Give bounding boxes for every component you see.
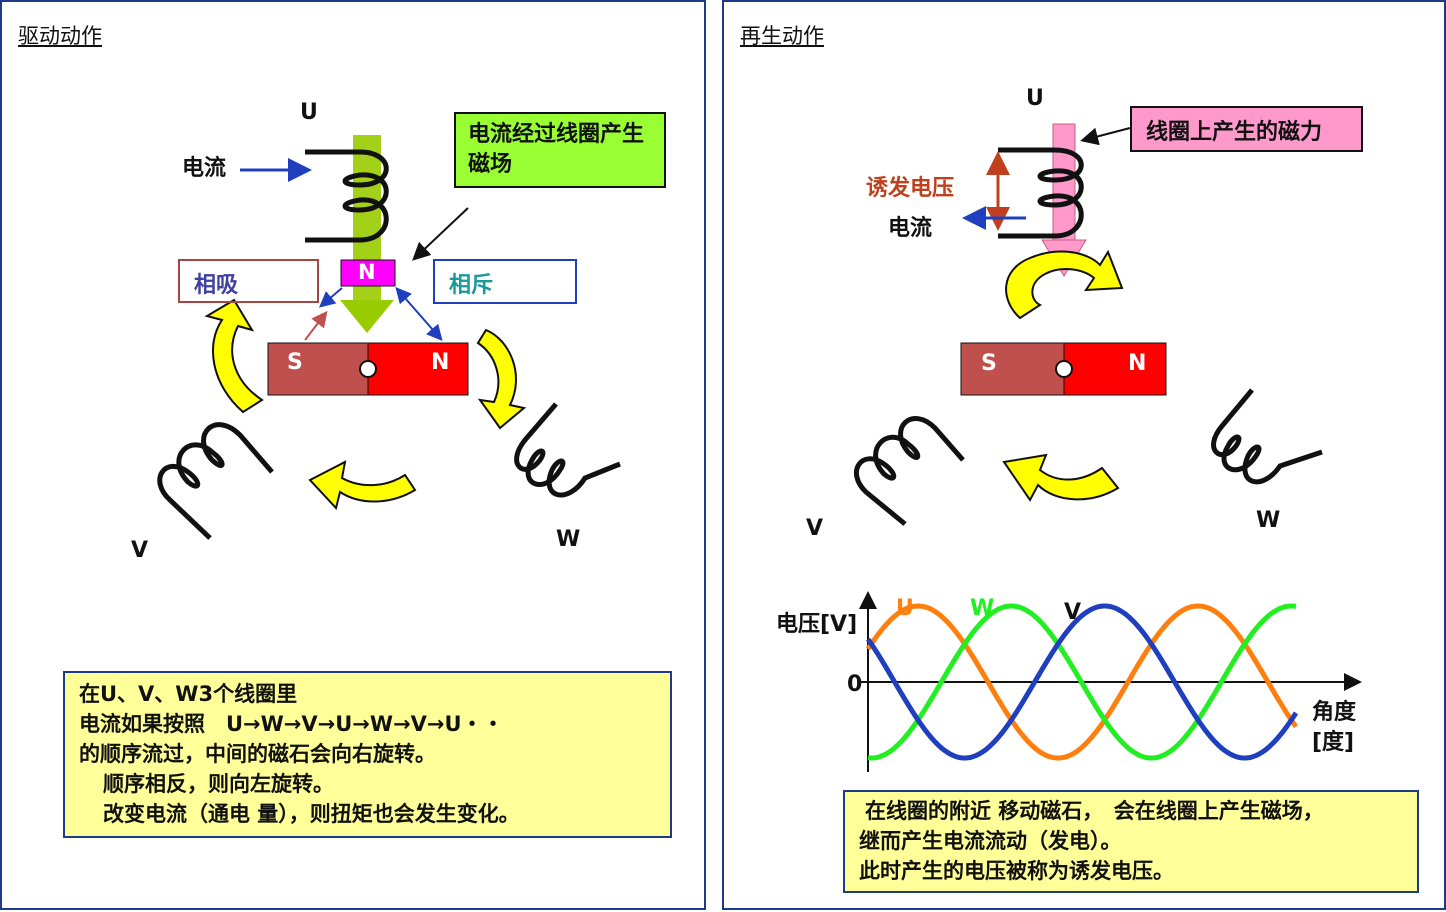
left-note-line2: 电流如果按照 U→W→V→U→W→V→U・・ <box>79 712 504 736</box>
magnet-s-right <box>960 342 1065 396</box>
series-w-label: W <box>970 596 995 621</box>
left-note-line1: 在U、V、W3个线圈里 <box>79 682 298 706</box>
right-note-line3: 此时产生的电压被称为诱发电压。 <box>859 859 1174 883</box>
chart-zero: 0 <box>847 672 863 697</box>
coil-u-label: U <box>300 100 318 125</box>
repel-box: 相斥 <box>433 259 577 304</box>
coil-u <box>305 149 389 243</box>
right-note: 在线圈的附近 移动磁石， 会在线圈上产生磁场， 继而产生电流流动（发电）。 此时… <box>843 790 1419 893</box>
voltage-chart <box>859 591 1362 772</box>
chart-xlabel-2: [度] <box>1312 730 1355 755</box>
coil-v-label: V <box>131 538 149 563</box>
rotation-arrow-left <box>204 298 264 414</box>
callout-box: 电流经过线圈产生磁场 <box>454 112 666 188</box>
repel-arrow-left <box>318 287 343 308</box>
coil-v-right <box>853 416 965 526</box>
magnet-n-label: N <box>431 350 450 375</box>
left-note-line5: 改变电流（通电 量），则扭矩也会发生变化。 <box>103 802 520 826</box>
magnet-n-right <box>1063 342 1167 396</box>
rotation-arrow-bottom <box>308 460 417 511</box>
current-right-label: 电流 <box>888 216 933 241</box>
callout-pointer <box>412 207 469 261</box>
callout-right-text: 线圈上产生的磁力 <box>1146 120 1323 145</box>
coil-w-right-label: W <box>1256 508 1281 533</box>
wave-w <box>867 603 1297 761</box>
wave-u <box>865 603 1299 761</box>
attract-box: 相吸 <box>178 259 319 303</box>
left-panel-title: 驱动动作 <box>18 24 102 48</box>
coil-v-right-label: V <box>806 516 824 541</box>
chart-xlabel-1: 角度 <box>1312 700 1357 725</box>
coil-w <box>514 402 621 498</box>
pole-n-small <box>340 259 396 287</box>
series-v-label: V <box>1064 600 1082 625</box>
magnet-s-right-label: S <box>981 351 997 376</box>
rotation-arrow-bottom-right <box>1002 453 1120 502</box>
coil-u-right-label: U <box>1026 86 1044 111</box>
coil-w-label: W <box>556 527 581 552</box>
coil-w-right <box>1211 388 1323 485</box>
right-note-line2: 继而产生电流流动（发电）。 <box>859 829 1122 853</box>
rotation-arrow-top <box>1005 249 1124 320</box>
repel-label: 相斥 <box>449 273 494 298</box>
magnet-pivot-right <box>1055 360 1073 378</box>
induced-voltage-label: 诱发电压 <box>866 176 955 201</box>
attract-arrow <box>304 310 328 341</box>
magnet-n <box>367 342 469 396</box>
magnet-pivot <box>359 360 377 378</box>
current-label: 电流 <box>182 156 227 181</box>
coil-u-right <box>998 147 1084 239</box>
magnet-s <box>267 342 369 396</box>
right-panel-title: 再生动作 <box>740 24 824 48</box>
magnet-s-label: S <box>287 350 303 375</box>
magnet-n-right-label: N <box>1128 351 1147 376</box>
left-note: 在U、V、W3个线圈里 电流如果按照 U→W→V→U→W→V→U・・ 的顺序流过… <box>63 671 672 838</box>
repel-arrow-right <box>395 286 443 342</box>
callout-right-box: 线圈上产生的磁力 <box>1130 106 1363 152</box>
right-note-line1: 在线圈的附近 移动磁石， 会在线圈上产生磁场， <box>865 799 1324 823</box>
rotation-arrow-right <box>476 328 527 430</box>
left-note-line3: 的顺序流过，中间的磁石会向右旋转。 <box>79 742 436 766</box>
wave-v <box>865 603 1299 761</box>
pole-n-small-label: N <box>358 260 376 284</box>
callout-text: 电流经过线圈产生磁场 <box>468 122 645 177</box>
attract-label: 相吸 <box>194 273 239 298</box>
left-note-line4: 顺序相反，则向左旋转。 <box>103 772 334 796</box>
series-u-label: U <box>896 596 914 621</box>
chart-ylabel: 电压[V] <box>776 612 858 637</box>
callout-pointer-right <box>1080 127 1131 146</box>
coil-v <box>157 422 274 540</box>
